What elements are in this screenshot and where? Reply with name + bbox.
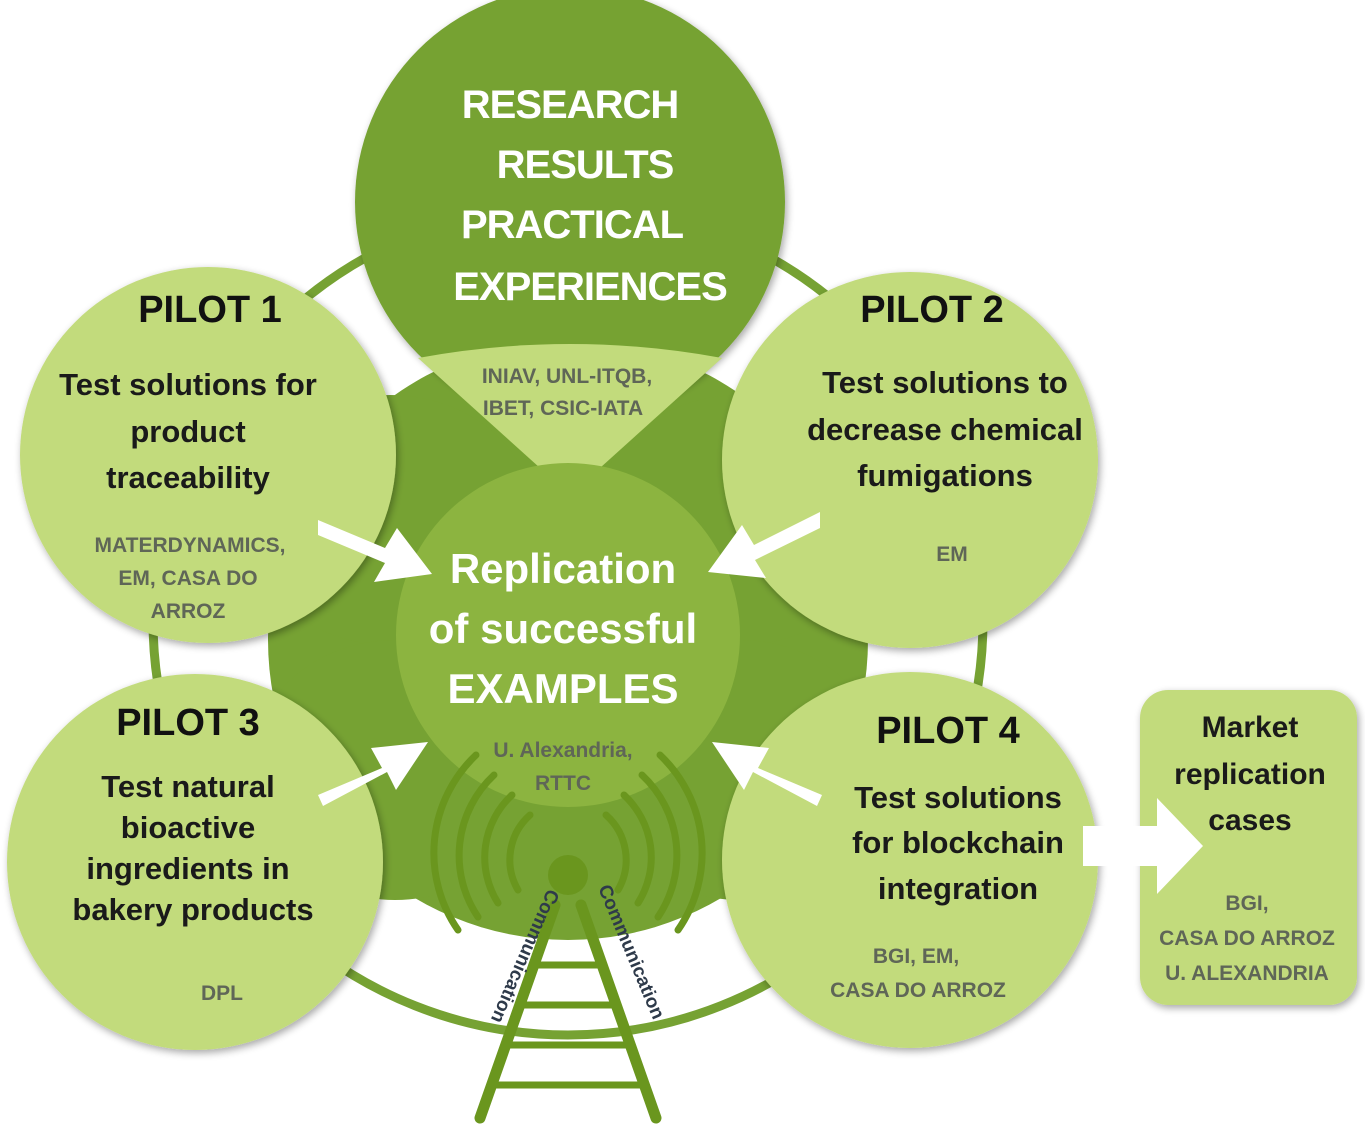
research-line: RESULTS — [497, 143, 674, 187]
pilot1-description: traceability — [106, 460, 270, 495]
research-line: EXPERIENCES — [453, 265, 727, 309]
pilot1-description: product — [130, 414, 245, 449]
center-line: EXAMPLES — [447, 665, 678, 712]
pilot3-text: PILOT 3 Test natural bioactive ingredien… — [72, 702, 313, 1005]
arrow-from-pilot2 — [708, 512, 820, 578]
pilot4-circle — [722, 672, 1098, 1048]
tower-tip — [548, 855, 588, 895]
center-line: of successful — [429, 605, 697, 652]
arrow-to-market — [1083, 798, 1203, 894]
center-line: Replication — [450, 545, 676, 592]
pilot3-description: bioactive — [121, 810, 255, 845]
arrow-from-pilot3 — [318, 742, 428, 806]
center-partners: RTTC — [535, 772, 591, 795]
market-text: Market replication cases BGI, CASA DO AR… — [1159, 711, 1335, 985]
research-line: PRACTICAL — [461, 203, 684, 247]
market-line: Market — [1202, 711, 1299, 744]
center-text: Replication of successful EXAMPLES U. Al… — [429, 545, 697, 795]
research-partners: INIAV, UNL-ITQB, — [482, 365, 652, 388]
pilot1-partners: EM, CASA DO — [118, 567, 257, 590]
research-text: RESEARCH RESULTS PRACTICAL EXPERIENCES I… — [453, 83, 728, 420]
research-partners: IBET, CSIC-IATA — [483, 397, 643, 420]
pilot2-title: PILOT 2 — [860, 289, 1004, 331]
pilot4-partners: BGI, EM, — [873, 945, 959, 968]
pilot4-description: Test solutions — [854, 780, 1062, 815]
pilot2-description: Test solutions to — [822, 365, 1068, 400]
market-partners: CASA DO ARROZ — [1159, 927, 1335, 950]
pilot2-circle — [722, 272, 1098, 648]
pilot3-description: Test natural — [101, 769, 274, 804]
pilot2-partners: EM — [936, 543, 968, 566]
pilot1-partners: ARROZ — [151, 600, 226, 623]
market-line: replication — [1174, 758, 1326, 791]
market-partners: U. ALEXANDRIA — [1165, 962, 1329, 985]
pilot3-title: PILOT 3 — [116, 702, 260, 744]
pilot3-partners: DPL — [201, 982, 243, 1005]
pilot2-description: fumigations — [857, 458, 1033, 493]
pilot3-description: ingredients in — [86, 851, 289, 886]
arrow-from-pilot1 — [318, 520, 432, 582]
pilot4-description: for blockchain — [852, 825, 1064, 860]
pilot3-description: bakery products — [72, 892, 313, 927]
pilot1-text: PILOT 1 Test solutions for product trace… — [59, 289, 317, 623]
pilot1-circle — [20, 267, 396, 643]
pilot1-partners: MATERDYNAMICS, — [95, 534, 286, 557]
pilot2-description: decrease chemical — [807, 412, 1083, 447]
pilot3-circle — [7, 674, 383, 1050]
pilot4-partners: CASA DO ARROZ — [830, 979, 1006, 1002]
market-box — [1140, 690, 1357, 1005]
pilot4-description: integration — [878, 871, 1038, 906]
arrow-from-pilot4 — [712, 742, 822, 806]
center-circle — [396, 463, 740, 807]
inward-arrows — [318, 512, 822, 806]
center-partners: U. Alexandria, — [493, 739, 632, 762]
research-node — [355, 0, 785, 495]
communication-tower — [430, 751, 706, 1124]
pilot1-title: PILOT 1 — [138, 289, 282, 331]
pilot2-text: PILOT 2 Test solutions to decrease chemi… — [807, 289, 1083, 566]
pilot4-title: PILOT 4 — [876, 710, 1020, 752]
market-line: cases — [1208, 804, 1291, 837]
research-line: RESEARCH — [462, 83, 678, 127]
market-partners: BGI, — [1225, 892, 1268, 915]
pilot1-description: Test solutions for — [59, 367, 317, 402]
pilot4-text: PILOT 4 Test solutions for blockchain in… — [830, 710, 1064, 1002]
